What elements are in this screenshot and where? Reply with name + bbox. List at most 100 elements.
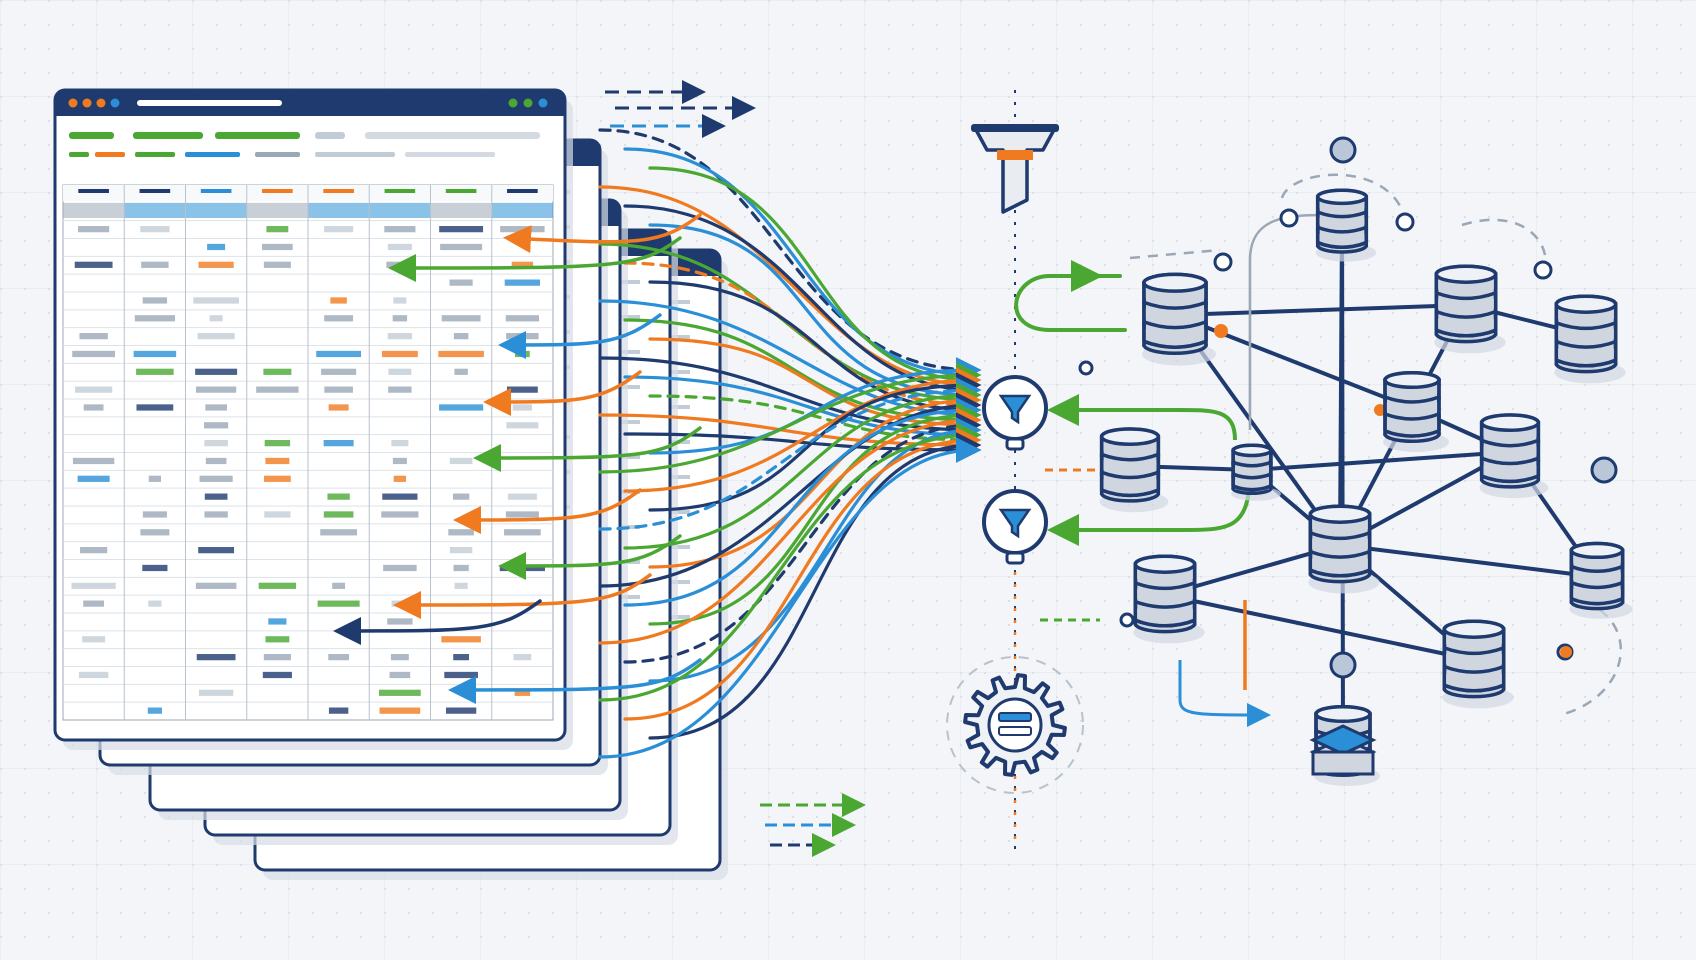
table-cell [198, 261, 234, 268]
database-band [1435, 291, 1497, 301]
filter-node-port [1005, 551, 1025, 565]
table-cell [74, 261, 113, 268]
database-fill [1103, 440, 1157, 494]
window-control-dot [538, 98, 548, 108]
column-header-label [384, 189, 416, 193]
table-cell [198, 547, 235, 554]
table-cell [72, 350, 116, 358]
database-band [1143, 320, 1207, 330]
database-band [1317, 225, 1367, 234]
accent-dot [1214, 324, 1228, 338]
table-cell [256, 386, 299, 393]
database-icon [1434, 264, 1506, 354]
loop-arrow [1014, 274, 1127, 332]
accent-arrow [1178, 660, 1271, 727]
database-lid [1099, 427, 1161, 446]
table-cell [323, 511, 354, 518]
table-cell [148, 600, 162, 607]
table-cell [72, 457, 115, 465]
table-cell [328, 707, 349, 714]
toolbar-item [135, 152, 175, 157]
table-cell [448, 529, 474, 536]
database-base [1101, 488, 1159, 498]
dashed-orbit [1280, 173, 1404, 211]
table-cell [140, 529, 170, 536]
satellite-node [1119, 612, 1135, 628]
window-control-dot [110, 98, 120, 108]
toolbar-item [215, 132, 300, 139]
return-arrow [473, 426, 702, 472]
window-control-dot [68, 98, 78, 108]
database-band [1384, 395, 1440, 404]
satellite-node [1533, 260, 1553, 280]
table-cell [324, 315, 354, 322]
table-cell [449, 279, 473, 286]
database-band [1309, 531, 1371, 541]
table-cell [204, 493, 228, 500]
database-band [1317, 210, 1367, 219]
flow-arrow [648, 402, 982, 626]
return-arrow [448, 658, 702, 704]
table-cell [393, 475, 407, 482]
table-cell [514, 350, 530, 358]
window-control-dot [82, 98, 92, 108]
processing-pipeline [946, 90, 1252, 850]
satellite-node [1329, 136, 1357, 164]
table-cell [196, 654, 236, 661]
window-control-dot [508, 98, 518, 108]
database-fill [1387, 384, 1437, 434]
table-cell [379, 689, 421, 696]
table-cell [392, 457, 407, 465]
table-cell [504, 279, 541, 286]
return-arrow [333, 599, 542, 645]
filter-node-icon [982, 375, 1048, 451]
flow-arrow [623, 367, 982, 493]
data-flow-arrows [333, 80, 982, 857]
flow-arrow [648, 280, 982, 423]
toolbar-item [69, 132, 114, 139]
table-cell [504, 529, 541, 536]
database-band [1570, 581, 1624, 590]
dashed-link [1129, 248, 1221, 260]
flow-arrow [598, 407, 982, 645]
satellite-node [1279, 208, 1299, 228]
gear-bar [998, 726, 1032, 736]
column-header [124, 185, 186, 202]
database-icon [1099, 427, 1169, 513]
table-cell [390, 654, 409, 661]
database-base [1384, 429, 1440, 438]
database-icon [1442, 619, 1514, 709]
table-cell [327, 493, 350, 500]
return-arrow [503, 213, 702, 254]
database-base [1317, 241, 1367, 249]
toolbar-item [405, 152, 495, 157]
database-lid [1569, 541, 1625, 560]
database-icon [1479, 413, 1549, 499]
table-cell [142, 564, 168, 572]
database-base [1570, 597, 1624, 606]
table-cell [263, 261, 291, 268]
column-header [63, 185, 125, 202]
flow-arrow [598, 437, 982, 759]
database-icon [1141, 272, 1217, 366]
spreadsheet-window-icon [53, 88, 573, 750]
column-header [308, 185, 370, 202]
satellite-node [1329, 651, 1357, 679]
network-link [1251, 450, 1511, 472]
table-cell [205, 457, 227, 465]
table-cell [134, 315, 175, 322]
table-cell [79, 333, 108, 340]
table-cell [82, 636, 106, 643]
table-cell [199, 475, 233, 482]
feedback-arrow [1047, 394, 1237, 441]
flow-arrow [598, 128, 982, 383]
database-base [1232, 484, 1272, 492]
flow-arrow [598, 377, 982, 531]
flow-arrow [648, 432, 982, 740]
table-cell [320, 529, 358, 536]
table-cell [511, 261, 534, 268]
stack-layers-icon [1309, 724, 1377, 776]
table-cell [440, 243, 483, 251]
return-arrow [498, 313, 662, 359]
